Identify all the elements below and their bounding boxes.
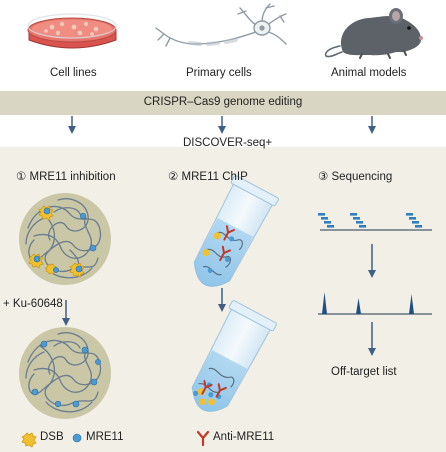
- step-1-number: ①: [16, 171, 27, 183]
- step-3-title: ③ Sequencing: [318, 169, 392, 183]
- step-3-number: ③: [318, 171, 329, 183]
- legend-mre11-label: MRE11: [86, 431, 124, 443]
- step-1-title: ① MRE11 inhibition: [16, 169, 116, 183]
- step-1-label: MRE11 inhibition: [29, 171, 116, 183]
- genome-editing-band: CRISPR–Cas9 genome editing: [0, 91, 446, 115]
- mouse-icon: [324, 8, 423, 59]
- step-3-label: Sequencing: [331, 171, 393, 183]
- chip-tube-bottom: [191, 300, 277, 412]
- sequencing-reads: [318, 213, 432, 231]
- nucleus-mre11-retained: [19, 327, 111, 419]
- source-label-cell-lines: Cell lines: [50, 67, 97, 79]
- output-label: Off-target list: [331, 366, 397, 378]
- step-2-title: ② MRE11 ChIP: [168, 169, 248, 183]
- nucleus-with-dsb: [19, 193, 111, 285]
- source-label-animal-models: Animal models: [331, 67, 407, 79]
- petri-dish-icon: [27, 13, 117, 49]
- dsb-legend-icon: [21, 432, 37, 448]
- legend-dsb-label: DSB: [40, 431, 64, 443]
- step-2-number: ②: [168, 171, 179, 183]
- antibody-legend-icon: [196, 430, 210, 447]
- legend-antibody-label: Anti-MRE11: [213, 431, 275, 443]
- neuron-icon: [155, 3, 287, 47]
- flow-arrows: [62, 116, 376, 356]
- chip-tube-top: [193, 175, 279, 287]
- treatment-label: + Ku-60648: [3, 298, 63, 310]
- genome-editing-label: CRISPR–Cas9 genome editing: [143, 96, 303, 108]
- method-label: DISCOVER-seq+: [183, 137, 273, 149]
- step-2-label: MRE11 ChIP: [181, 171, 248, 183]
- mre11-legend-icon: [72, 433, 82, 443]
- peak-track: [318, 292, 432, 315]
- source-label-primary-cells: Primary cells: [186, 67, 252, 79]
